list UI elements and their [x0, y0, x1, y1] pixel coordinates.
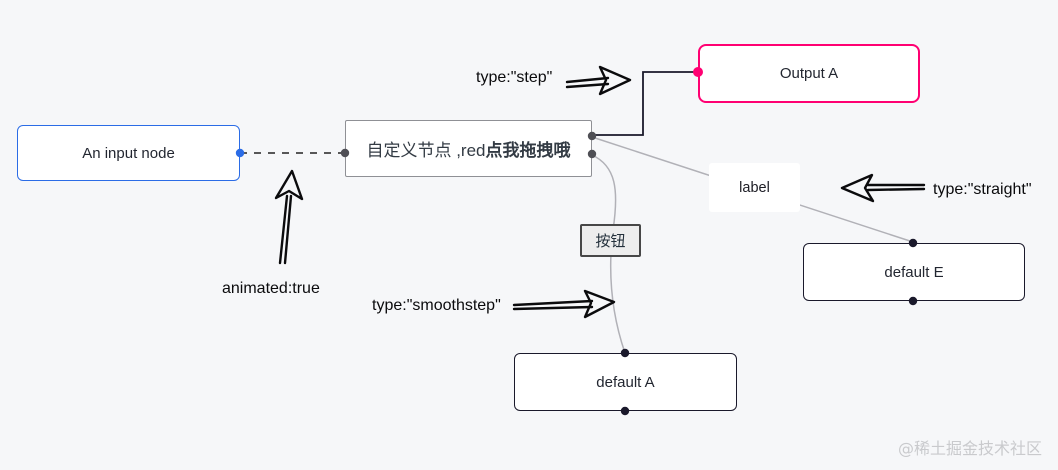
- edge-button[interactable]: 按钮: [580, 224, 641, 257]
- node-default-e[interactable]: default E: [803, 243, 1025, 301]
- node-custom-label-bold[interactable]: 点我拖拽哦: [485, 141, 571, 160]
- edge-step[interactable]: [592, 71, 698, 136]
- node-custom[interactable]: 自定义节点 ,red点我拖拽哦: [345, 120, 592, 177]
- watermark: @稀土掘金技术社区: [897, 439, 1042, 458]
- node-default-e-label: default E: [884, 263, 944, 281]
- node-default-a-label: default A: [596, 373, 655, 391]
- node-output[interactable]: Output A: [698, 44, 920, 103]
- edge-label-box[interactable]: label: [709, 163, 800, 212]
- annotation-straight: type:"straight": [933, 181, 1032, 198]
- node-input[interactable]: An input node: [17, 125, 240, 181]
- annotation-smoothstep: type:"smoothstep": [372, 297, 501, 314]
- edge-label-text: label: [739, 179, 770, 196]
- node-default-a[interactable]: default A: [514, 353, 737, 411]
- node-input-label: An input node: [82, 144, 175, 162]
- node-output-label: Output A: [779, 65, 839, 82]
- annotation-animated: animated:true: [222, 280, 320, 297]
- node-custom-label: 自定义节点 ,red点我拖拽哦: [366, 141, 571, 160]
- annotation-step: type:"step": [476, 69, 553, 86]
- edge-button-label: 按钮: [595, 233, 626, 250]
